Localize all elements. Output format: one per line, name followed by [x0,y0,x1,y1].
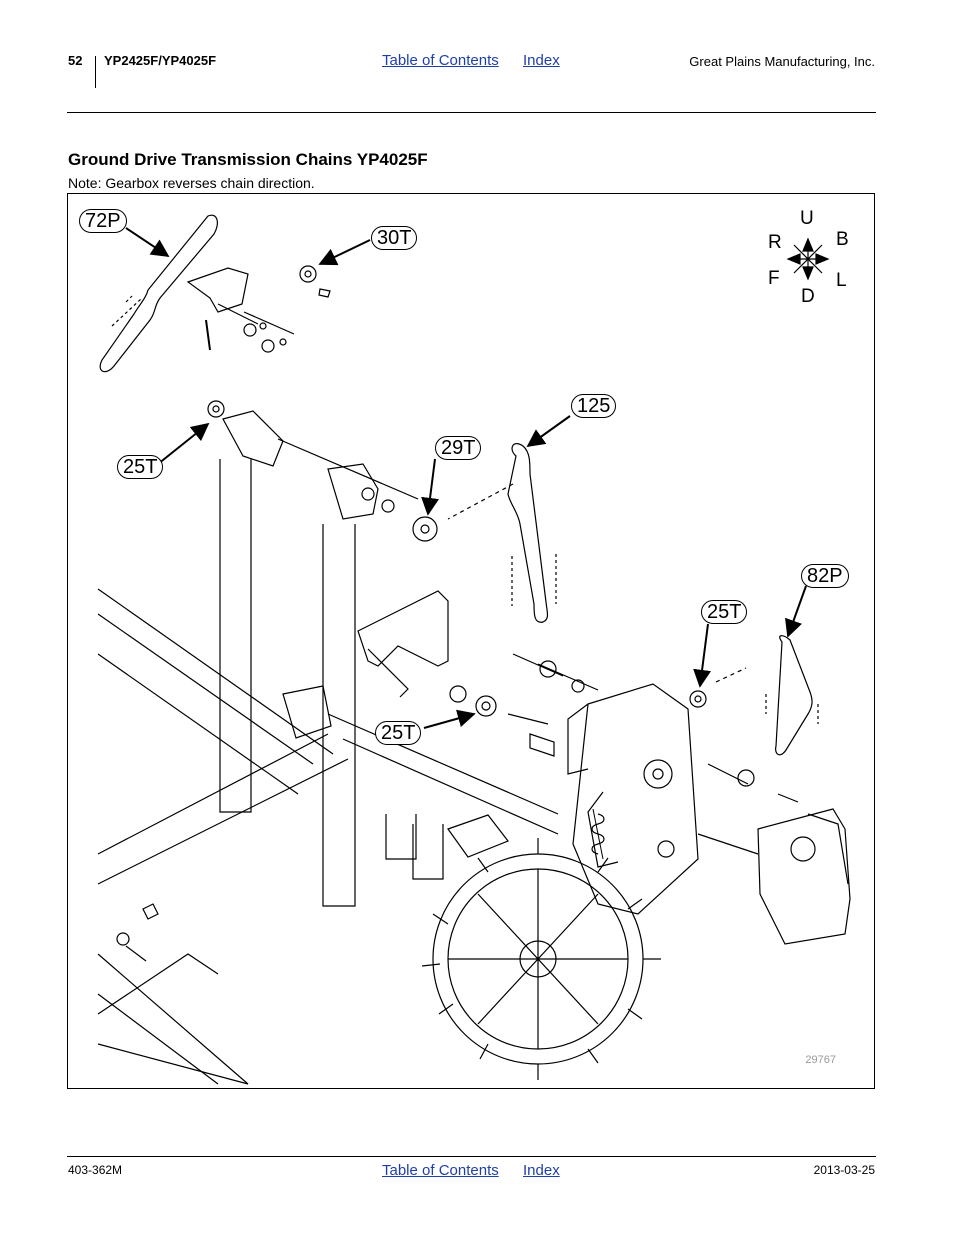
publication-date: 2013-03-25 [813,1163,875,1177]
callout-72p: 72P [79,209,127,233]
index-link-footer[interactable]: Index [523,1162,560,1179]
model-name: YP2425F/YP4025F [104,53,217,68]
header-rule [67,112,876,113]
compass-down-label: D [801,286,815,307]
header-divider [95,56,96,88]
compass-up-label: U [800,208,814,229]
compass-front-label: F [768,268,780,289]
doc-number: 403-362M [68,1163,123,1177]
section-note: Note: Gearbox reverses chain direction. [68,175,315,191]
toc-link-footer[interactable]: Table of Contents [382,1162,499,1179]
callout-25t-lower: 25T [375,721,422,745]
callout-25t-upper: 25T [117,455,164,479]
chain-125 [507,443,549,623]
footer-rule [67,1156,876,1157]
toc-link-header[interactable]: Table of Contents [382,52,499,69]
chain-72p [99,214,218,373]
callout-125: 125 [571,394,617,418]
index-link-header[interactable]: Index [523,52,560,69]
compass-right-label: R [768,232,782,253]
callout-29t: 29T [435,436,482,460]
compass-back-label: B [836,229,849,250]
exploded-view-drawing [97,214,851,1085]
callout-25t-right: 25T [701,600,748,624]
parts-diagram: 72P 30T 125 29T 25T 82P 25T 25T U R B F … [67,193,875,1089]
callout-82p: 82P [801,564,849,588]
company-name: Great Plains Manufacturing, Inc. [689,54,875,69]
callout-30t: 30T [371,226,418,250]
orientation-compass [786,237,830,281]
figure-number: 29767 [805,1054,836,1066]
compass-left-label: L [836,270,847,291]
section-title: Ground Drive Transmission Chains YP4025F [68,150,428,169]
chain-82p [775,635,813,756]
page-number: 52 [68,53,83,68]
